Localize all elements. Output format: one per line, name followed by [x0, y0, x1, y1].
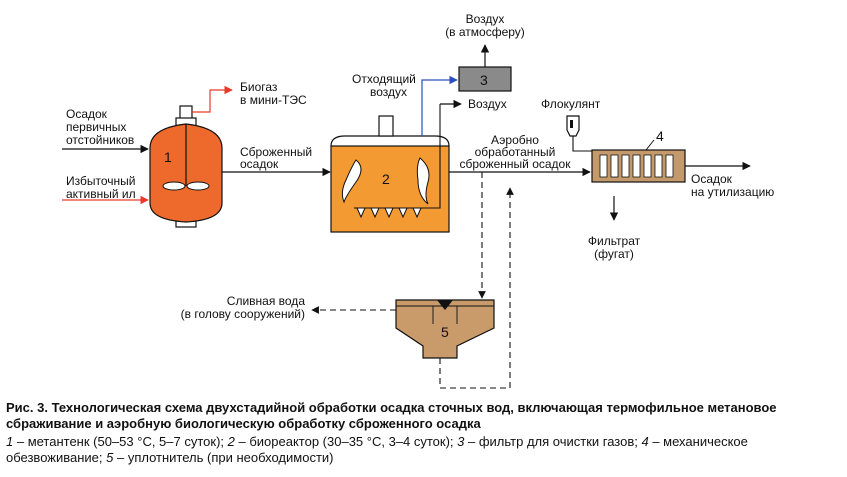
label-drain-water-1: Сливная вода	[227, 294, 306, 308]
legend-text-5: – уплотнитель (при необходимости)	[113, 450, 334, 465]
from-thickener-dashed-arrow	[439, 187, 514, 389]
bioreactor-number: 2	[382, 171, 390, 187]
caption-legend: 1 – метантенк (50–53 °С, 5–7 суток); 2 –…	[6, 434, 842, 466]
label-drain-water-2: (в голову сооружений)	[181, 307, 305, 321]
label-disposal-1: Осадок	[691, 172, 733, 186]
label-exhaust-air-2: воздух	[370, 85, 407, 99]
biogas-arrow	[192, 85, 233, 113]
process-flow-diagram: 1 Осадок первичных отстойников Избыточны…	[62, 12, 774, 389]
legend-text-2: – биореактор (30–35 °С, 3–4 суток);	[234, 434, 458, 449]
label-aerobic-sludge-1: Аэробно	[491, 133, 539, 147]
digester-number: 1	[164, 149, 172, 165]
dewatering-4	[591, 139, 686, 183]
label-exhaust-air-1: Отходящий	[352, 72, 416, 86]
label-digested-sludge-2: осадок	[240, 157, 279, 171]
dewatering-number: 4	[656, 128, 664, 144]
label-filtrate-1: Фильтрат	[588, 234, 641, 248]
thickener-5	[395, 299, 495, 359]
flocculant-line	[572, 136, 592, 152]
legend-text-4: – механическое обезвоживание;	[6, 434, 748, 465]
gas-filter-number: 3	[480, 72, 488, 88]
thickener-number: 5	[441, 324, 449, 340]
label-filtrate-2: (фугат)	[594, 247, 634, 261]
label-excess-sludge-2: активный ил	[66, 187, 136, 201]
bioreactor-2	[330, 104, 450, 233]
label-air-in: Воздух	[468, 97, 507, 111]
caption-title: Рис. 3. Технологическая схема двухстадий…	[6, 400, 777, 431]
label-flocculant: Флокулянт	[541, 97, 601, 111]
label-digested-sludge-1: Сброженный	[240, 145, 312, 159]
gas-filter-3	[458, 66, 512, 92]
flocculant-level-icon	[570, 120, 573, 128]
legend-num-4: 4	[641, 434, 649, 449]
digester-1	[149, 105, 223, 228]
legend-num-2: 2	[227, 434, 235, 449]
legend-text-3: – фильтр для очистки газов;	[464, 434, 642, 449]
label-excess-sludge-1: Избыточный	[66, 174, 135, 188]
label-air-atmosphere-2: (в атмосферу)	[445, 25, 525, 39]
label-disposal-2: на утилизацию	[691, 185, 774, 199]
label-aerobic-sludge-2: обработанный	[475, 145, 556, 159]
legend-text-1: – метантенк (50–53 °С, 5–7 суток);	[13, 434, 228, 449]
legend-num-1: 1	[6, 434, 14, 449]
label-aerobic-sludge-3: сброженный осадок	[460, 157, 572, 171]
legend-num-3: 3	[457, 434, 465, 449]
label-air-atmosphere-1: Воздух	[466, 12, 505, 26]
exhaust-air-arrow	[421, 75, 458, 136]
label-primary-sludge-2: первичных	[66, 120, 126, 134]
legend-num-5: 5	[106, 450, 114, 465]
label-primary-sludge-3: отстойников	[66, 133, 134, 147]
label-primary-sludge-1: Осадок	[66, 107, 108, 121]
label-biogas-1: Биогаз	[240, 80, 278, 94]
figure-caption: Рис. 3. Технологическая схема двухстадий…	[6, 400, 842, 466]
label-biogas-2: в мини-ТЭС	[240, 93, 307, 107]
